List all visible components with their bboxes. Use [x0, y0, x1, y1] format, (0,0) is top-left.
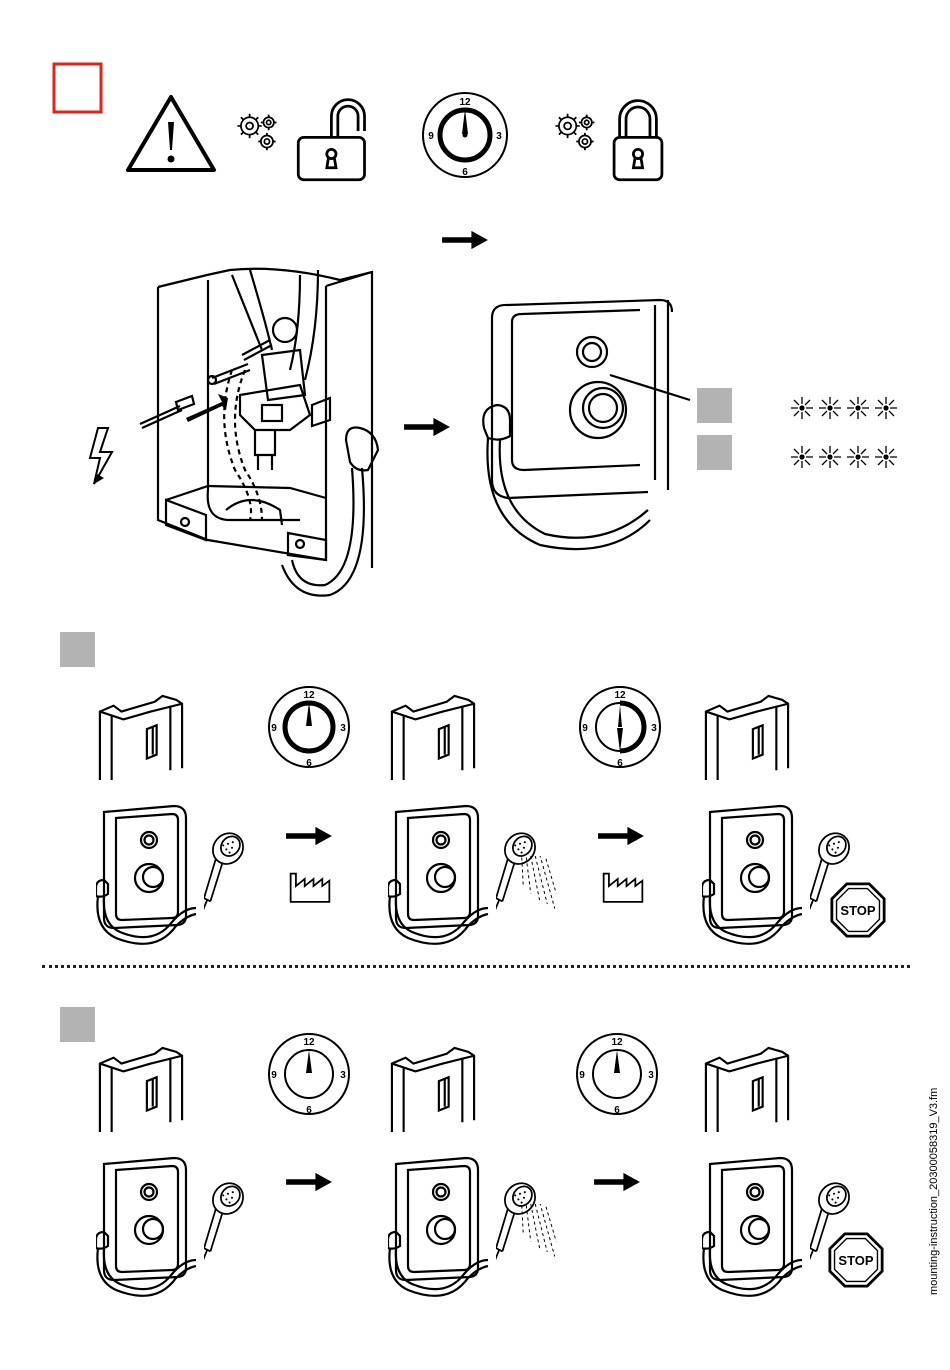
- bracket-icon-s3-3: [706, 1048, 788, 1132]
- clock-label-6: 6: [462, 167, 468, 178]
- shower-unit-s3-1: [96, 1158, 196, 1296]
- factory-icon-s2-2: [604, 874, 643, 902]
- arrow-right-icon-s2-2: [598, 827, 644, 845]
- clock-label-3: 3: [340, 723, 346, 734]
- unlocked-padlock-icon: [298, 100, 364, 180]
- clock-label-3: 3: [340, 1070, 346, 1081]
- clock-label-3: 3: [496, 131, 502, 142]
- shower-unit-s2-3: [702, 806, 802, 944]
- clock-label-9: 9: [579, 1070, 585, 1081]
- shower-unit-s3-3: [702, 1158, 802, 1296]
- clock-label-12: 12: [303, 690, 315, 701]
- shower-unit-s2-1: [96, 806, 196, 944]
- arrow-right-icon-s2-1: [286, 827, 332, 845]
- shower-head-s3-1: [201, 1177, 250, 1266]
- bracket-icon-s2-1: [100, 696, 182, 780]
- clock-label-12: 12: [614, 690, 626, 701]
- grey-marker-box-1: [697, 388, 732, 423]
- bracket-icon-s2-2: [392, 696, 474, 780]
- document-filename: mounting-instruction_20300058319_V3.fm: [928, 1088, 940, 1295]
- clock-label-6: 6: [617, 758, 623, 769]
- stop-label: STOP: [838, 1253, 873, 1268]
- electric-hazard-icon: [90, 428, 112, 484]
- bracket-icon-s3-1: [100, 1048, 182, 1132]
- shower-unit-s2-2: [388, 806, 488, 944]
- stop-label: STOP: [840, 903, 875, 918]
- red-marker-box: [54, 64, 101, 112]
- clock-label-9: 9: [271, 1070, 277, 1081]
- shower-unit-s3-2: [388, 1158, 488, 1296]
- locked-padlock-icon: [614, 101, 662, 180]
- clock-label-12: 12: [611, 1037, 623, 1048]
- clock-label-6: 6: [614, 1105, 620, 1116]
- grey-marker-box-2: [697, 435, 732, 470]
- factory-icon-s2-1: [291, 874, 330, 902]
- clock-label-3: 3: [651, 723, 657, 734]
- clock-label-12: 12: [303, 1037, 315, 1048]
- closed-unit-illustration: [483, 300, 690, 549]
- blinking-led-row-1: [791, 397, 897, 419]
- gears-icon-2: [555, 114, 594, 150]
- blinking-led-row-2: [791, 446, 897, 468]
- bracket-icon-s2-3: [706, 696, 788, 780]
- arrow-right-icon: [442, 231, 488, 249]
- shower-head-s3-2: [493, 1177, 542, 1266]
- clock-label-9: 9: [428, 131, 434, 142]
- gears-icon: [237, 114, 276, 150]
- clock-label-12: 12: [459, 97, 471, 108]
- clock-label-6: 6: [306, 1105, 312, 1116]
- water-spray-s3: [522, 1201, 557, 1257]
- clock-label-6: 6: [306, 758, 312, 769]
- opened-unit-illustration: [140, 269, 378, 596]
- grey-marker-section-2: [60, 632, 95, 667]
- shower-head-s2-2: [493, 827, 542, 916]
- clock-label-3: 3: [648, 1070, 654, 1081]
- arrow-right-icon-s3-2: [594, 1173, 640, 1191]
- warning-icon: [128, 97, 214, 170]
- bracket-icon-s3-2: [392, 1048, 474, 1132]
- grey-marker-section-3: [60, 1007, 95, 1042]
- section-divider: [42, 965, 910, 968]
- clock-label-9: 9: [271, 723, 277, 734]
- shower-head-s2-1: [201, 827, 250, 916]
- arrow-right-icon-s3-1: [286, 1173, 332, 1191]
- clock-label-9: 9: [582, 723, 588, 734]
- arrow-right-icon-2: [404, 418, 450, 436]
